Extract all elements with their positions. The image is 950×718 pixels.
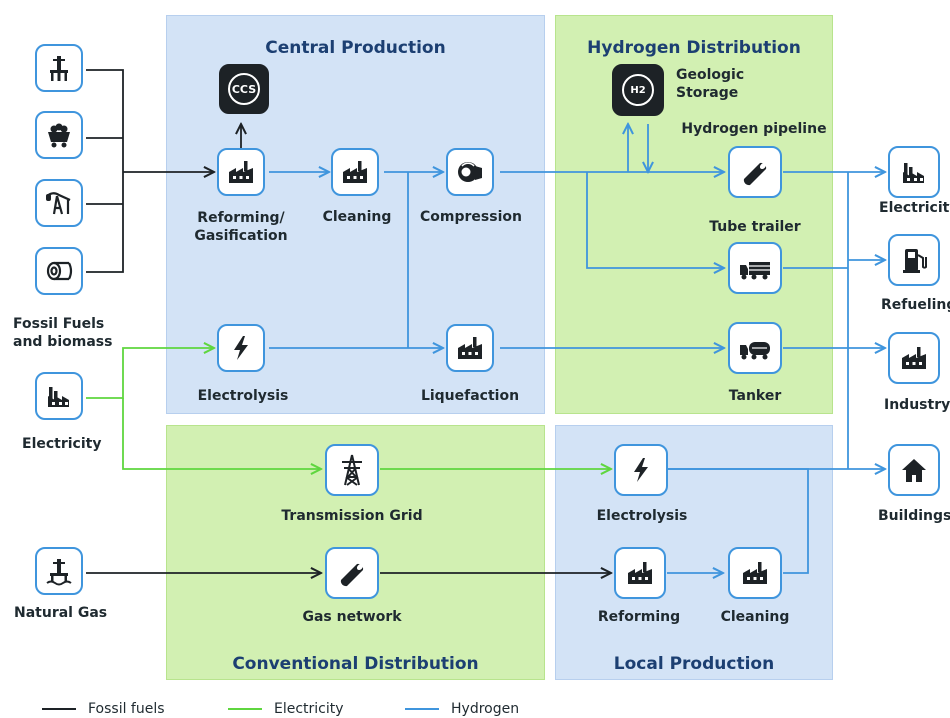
tube-trailer-label: Tube trailer: [709, 219, 801, 235]
coal-cart-icon: [35, 111, 83, 159]
legend-fossil-fuels: Fossil fuels: [42, 700, 165, 718]
natural-gas-label: Natural Gas: [14, 605, 108, 621]
fossil-fuel-lines: [86, 69, 611, 573]
power-plant-icon: [35, 372, 83, 420]
lightning-bolt-icon: [614, 444, 668, 496]
tanker-truck-icon: [728, 322, 782, 374]
factory-icon: [728, 547, 782, 599]
electrolysis-label: Electrolysis: [197, 388, 289, 404]
factory-icon: [217, 148, 265, 196]
refueling-label: Refueling: [881, 297, 950, 313]
legend-swatch-blue: [405, 708, 439, 710]
ccs-node: CCS: [219, 64, 269, 114]
cleaning-label: Cleaning: [322, 209, 392, 225]
liquefaction-label: Liquefaction: [420, 388, 520, 404]
legend-electricity: Electricity: [228, 700, 344, 718]
panel-title: Conventional Distribution: [232, 654, 479, 674]
legend-label: Hydrogen: [451, 701, 520, 717]
panel-title: Central Production: [265, 38, 446, 58]
h2-symbol: H2: [630, 84, 646, 96]
panel-title: Local Production: [613, 654, 775, 674]
electricity-source-label: Electricity: [22, 436, 102, 452]
tube-trailer-icon: [728, 242, 782, 294]
compression-label: Compression: [420, 209, 522, 225]
gas-network-label: Gas network: [302, 609, 402, 625]
power-plant-icon: [888, 146, 940, 198]
legend-swatch-black: [42, 708, 76, 710]
fossil-fuels-label: Fossil Fuels and biomass: [13, 316, 113, 350]
fuel-pump-icon: [888, 234, 940, 286]
tanker-label: Tanker: [728, 388, 782, 404]
factory-icon: [331, 148, 379, 196]
local-electrolysis-label: Electrolysis: [596, 508, 688, 524]
offshore-rig-icon: [35, 547, 83, 595]
legend-hydrogen: Hydrogen: [405, 700, 519, 718]
local-cleaning-label: Cleaning: [720, 609, 790, 625]
legend-label: Electricity: [274, 701, 344, 717]
local-reforming-label: Reforming: [597, 609, 681, 625]
end-use-electricity-label: Electricity: [879, 200, 950, 216]
compressor-icon: [446, 148, 494, 196]
biomass-log-icon: [35, 247, 83, 295]
buildings-label: Buildings: [878, 508, 950, 524]
hydrogen-pipeline-label: Hydrogen pipeline: [681, 121, 827, 137]
transmission-tower-icon: [325, 444, 379, 496]
oil-rig-icon: [35, 44, 83, 92]
hydrogen-lines: [269, 124, 885, 573]
factory-icon: [888, 332, 940, 384]
pipe-icon: [325, 547, 379, 599]
ccs-label: CCS: [231, 82, 257, 96]
house-icon: [888, 444, 940, 496]
industry-label: Industry: [884, 397, 950, 413]
oil-pump-icon: [35, 179, 83, 227]
pipe-icon: [728, 146, 782, 198]
geologic-storage-node: H2: [612, 64, 664, 116]
factory-icon: [614, 547, 666, 599]
geologic-storage-label: Geologic Storage: [676, 67, 745, 101]
electricity-lines: [86, 348, 611, 469]
legend-label: Fossil fuels: [88, 701, 165, 717]
factory-icon: [446, 324, 494, 372]
panel-title: Hydrogen Distribution: [587, 38, 801, 58]
reforming-gasification-label: Reforming/ Gasification: [194, 210, 288, 244]
lightning-bolt-icon: [217, 324, 265, 372]
legend-swatch-green: [228, 708, 262, 710]
transmission-grid-label: Transmission Grid: [281, 508, 423, 524]
